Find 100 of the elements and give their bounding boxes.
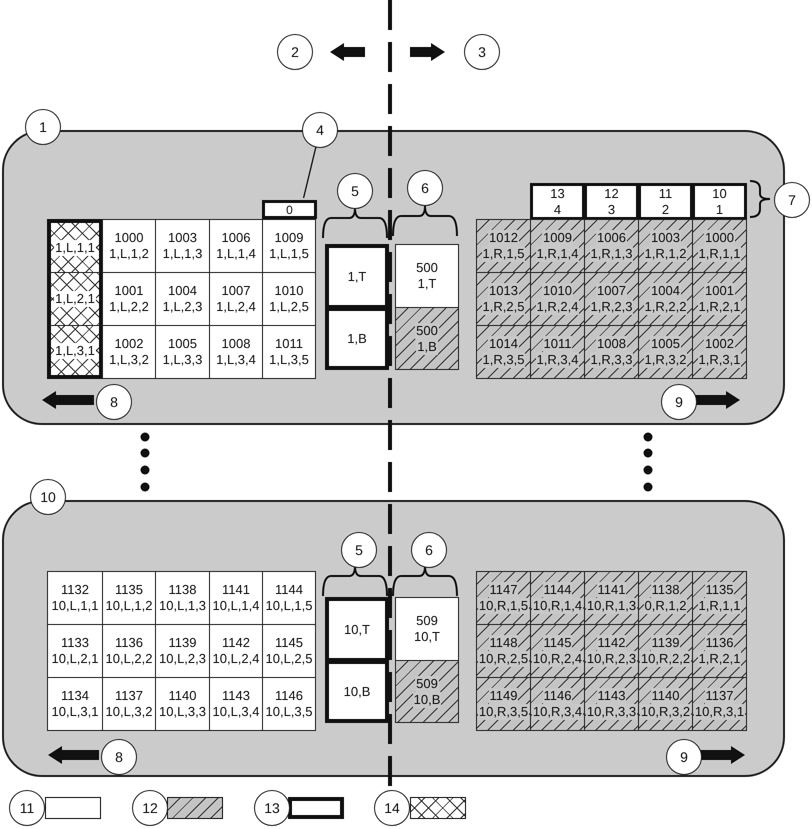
grid-cell [395, 307, 459, 370]
cell-text: 10,R,2,2 [640, 651, 692, 667]
cell-text: 1,R,1,2 [644, 246, 688, 262]
cell-text: 1139 [168, 635, 196, 651]
cell-text: 1 [716, 202, 724, 218]
cell-text: 1143 [222, 688, 250, 704]
grid-cell [530, 677, 585, 731]
grid-cell [155, 677, 210, 731]
cell-text: 10 [712, 186, 727, 202]
grid-cell [262, 624, 316, 678]
grid-cell [155, 272, 210, 326]
grid-cell [155, 325, 210, 379]
cell-text: 1,T [418, 276, 436, 292]
cell-text: 12 [604, 186, 619, 202]
cell-text: 1010 [542, 283, 573, 299]
grid-cell [155, 624, 210, 678]
cell-text: 1,L,2,2 [109, 299, 149, 315]
callout-number: 5 [337, 173, 373, 209]
cell-text: 1136 [115, 635, 143, 651]
grid-cell [692, 183, 747, 220]
grid-cell [209, 571, 263, 625]
grid-cell [638, 571, 693, 625]
grid-cell [155, 219, 210, 273]
grid-cell [262, 272, 316, 326]
cell-text: 13 [550, 186, 565, 202]
cell-text: 10,L,2,4 [212, 651, 260, 667]
grid-cell [584, 571, 639, 625]
cell-text: 1,L,1,1 [54, 240, 96, 256]
callout-number: 10 [30, 479, 66, 515]
cell-text: 1137 [704, 688, 734, 704]
cell-text: 1006 [222, 230, 250, 246]
cell-text: 0 [286, 202, 293, 218]
grid-cell [47, 624, 103, 678]
legend-swatch [45, 797, 101, 819]
cell-text: 10,L,2,5 [266, 651, 312, 667]
grid-cell [530, 325, 585, 379]
grid-cell [102, 624, 156, 678]
cell-text: 1,L,1,2 [109, 246, 149, 262]
grid-cell [262, 571, 316, 625]
cell-text: 1,L,3,4 [216, 352, 256, 368]
cell-text: 1,B [416, 338, 438, 354]
grid-cell [692, 571, 747, 625]
grid-cell [395, 244, 459, 308]
grid-cell [476, 219, 531, 273]
legend-swatch [288, 797, 344, 819]
cell-text: 1012 [488, 230, 519, 246]
grid-cell [476, 624, 531, 678]
callout-number: 13 [254, 790, 290, 826]
cell-text: 10,L,2,1 [52, 651, 98, 667]
grid-cell [692, 272, 747, 326]
grid-cell [638, 677, 693, 731]
grid-cell [584, 624, 639, 678]
callout-number: 1 [25, 109, 61, 145]
cell-text: 1004 [650, 283, 681, 299]
grid-cell [102, 219, 156, 273]
legend-swatch [167, 797, 223, 819]
cell-text: 1002 [114, 336, 144, 352]
cell-text: 1148 [488, 635, 518, 651]
slot-box [325, 660, 389, 723]
grid-cell [102, 272, 156, 326]
cell-text: 1,B [347, 330, 367, 346]
cell-text: 1,R,1,1 [698, 246, 742, 262]
cell-text: 1005 [650, 336, 681, 352]
cell-text: 1003 [650, 230, 681, 246]
cell-text: 500 [415, 322, 439, 338]
cell-text: 1,R,1,4 [536, 246, 580, 262]
cell-text: 1001 [704, 283, 735, 299]
cell-text: 1144 [542, 582, 572, 598]
grid-cell [102, 571, 156, 625]
cell-text: 1,R,2,1 [698, 651, 742, 667]
cell-text: 1005 [168, 336, 197, 352]
callout-number: 7 [774, 182, 810, 218]
callout-number: 9 [661, 384, 697, 420]
cell-text: 1147 [488, 582, 518, 598]
cell-text: 1137 [115, 688, 143, 704]
cell-text: 1149 [488, 688, 518, 704]
cell-text: 1140 [168, 688, 196, 704]
cell-text: 1,L,2,1 [54, 291, 96, 307]
grid-cell [395, 597, 459, 661]
cell-text: 1,R,3,4 [536, 352, 580, 368]
callout-number: 4 [302, 112, 338, 148]
cell-text: 1006 [596, 230, 627, 246]
block-arrow [700, 746, 745, 764]
cell-text: 2 [662, 202, 670, 218]
block-arrow [48, 746, 99, 764]
cell-text: 10,R,2,3 [586, 651, 638, 667]
grid-cell [476, 571, 531, 625]
cell-text: 10,R,1,4 [532, 598, 584, 614]
cell-text: 1,R,1,1 [698, 598, 742, 614]
cell-text: 10,L,1,1 [52, 598, 98, 614]
cell-text: 3 [608, 202, 616, 218]
grid-cell [47, 219, 103, 273]
cell-text: 1004 [168, 283, 197, 299]
grid-cell [262, 325, 316, 379]
cell-text: 1135 [115, 582, 143, 598]
grid-cell [692, 677, 747, 731]
cell-text: 509 [415, 676, 439, 692]
grid-cell [638, 624, 693, 678]
cell-text: 1142 [222, 635, 250, 651]
cell-text: 10,R,3,1 [694, 704, 746, 720]
